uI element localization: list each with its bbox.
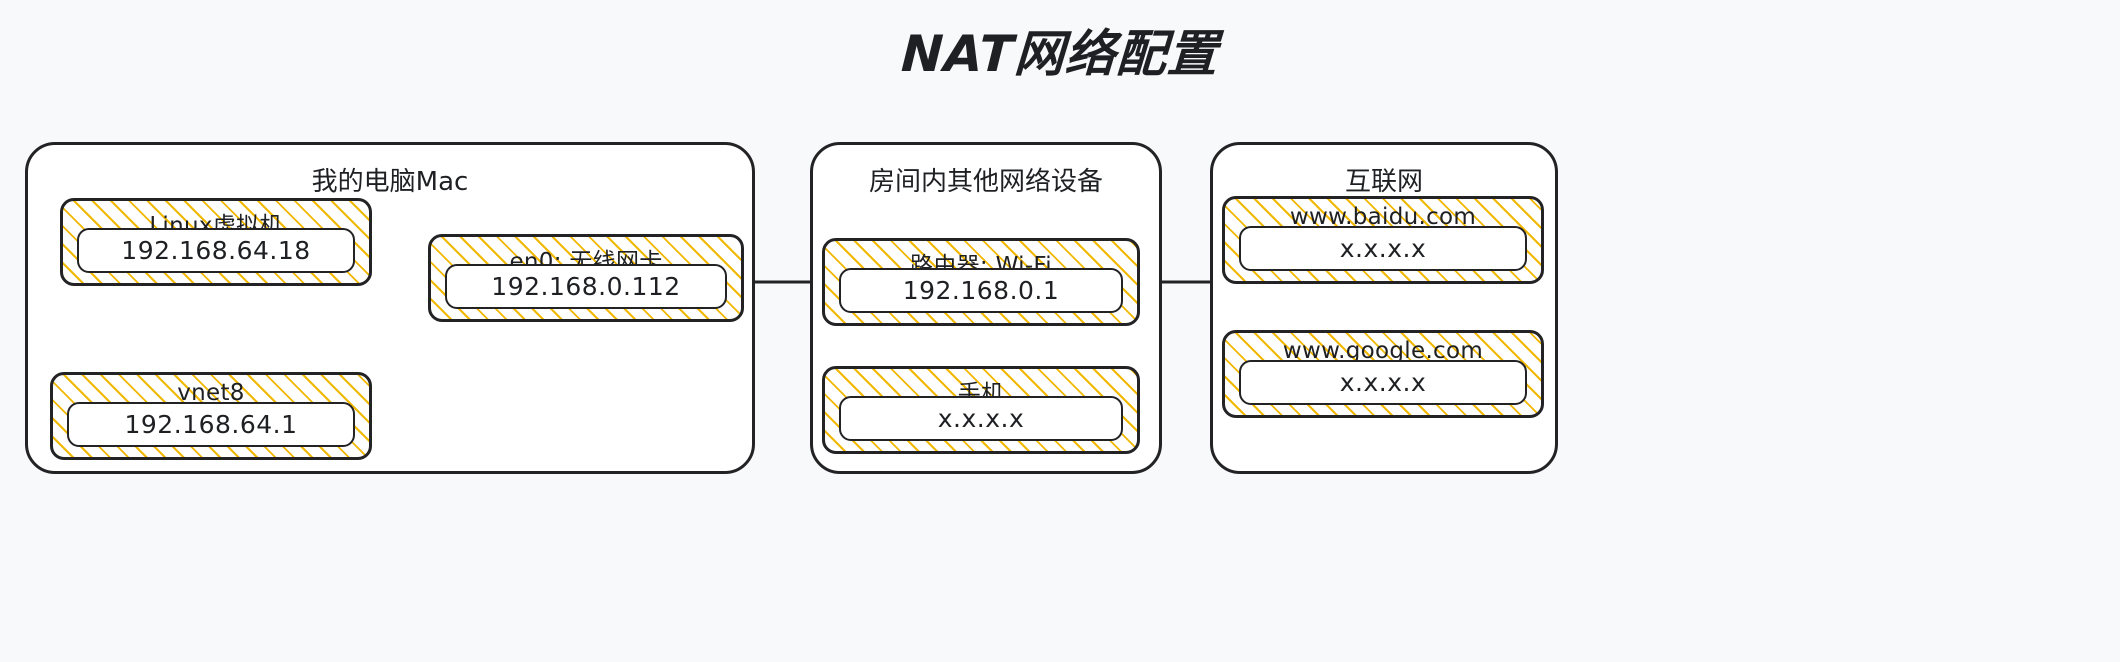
node-vnet8[interactable]: vnet8 192.168.64.1 <box>50 372 372 460</box>
node-vnet8-label: vnet8 <box>177 380 245 406</box>
node-baidu[interactable]: www.baidu.com x.x.x.x <box>1222 196 1544 284</box>
group-room-title: 房间内其他网络设备 <box>868 167 1103 197</box>
node-router[interactable]: 路由器: Wi-Fi 192.168.0.1 <box>822 238 1140 326</box>
node-phone[interactable]: 手机 x.x.x.x <box>822 366 1140 454</box>
node-linux-vm[interactable]: Linux虚拟机 192.168.64.18 <box>60 198 372 286</box>
node-google[interactable]: www.google.com x.x.x.x <box>1222 330 1544 418</box>
group-internet: 互联网 <box>1210 142 1558 474</box>
node-phone-value: x.x.x.x <box>839 396 1123 441</box>
node-router-value: 192.168.0.1 <box>839 268 1123 313</box>
node-google-value: x.x.x.x <box>1239 360 1527 405</box>
group-mac-title: 我的电脑Mac <box>311 167 469 197</box>
group-internet-title: 互联网 <box>1344 167 1423 197</box>
node-linux-vm-value: 192.168.64.18 <box>77 228 355 273</box>
node-en0[interactable]: en0: 无线网卡 192.168.0.112 <box>428 234 744 322</box>
node-baidu-value: x.x.x.x <box>1239 226 1527 271</box>
node-en0-value: 192.168.0.112 <box>445 264 727 309</box>
page-title: NAT网络配置 <box>899 25 1220 83</box>
node-baidu-label: www.baidu.com <box>1289 204 1477 230</box>
node-vnet8-value: 192.168.64.1 <box>67 402 355 447</box>
node-google-label: www.google.com <box>1282 338 1484 364</box>
